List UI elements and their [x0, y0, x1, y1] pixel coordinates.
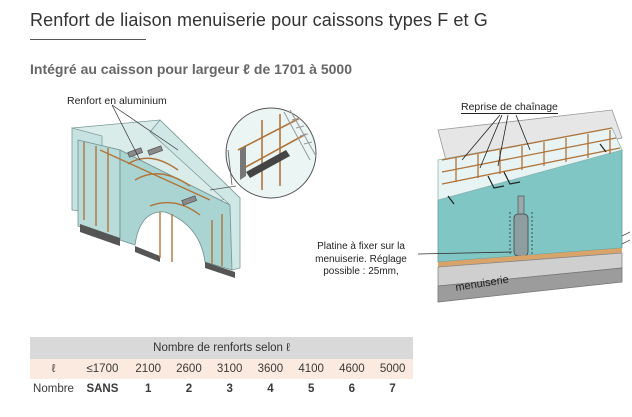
- label-reprise-chainage: Reprise de chaînage: [461, 101, 558, 114]
- table-cell: 5: [290, 379, 332, 399]
- table-header-row: Nombre de renforts selon ℓ: [30, 337, 413, 359]
- table-cell: 1: [127, 379, 169, 399]
- table-cell: 2600: [168, 359, 210, 379]
- table-cell: 2: [168, 379, 210, 399]
- table-cell: 5000: [372, 359, 413, 379]
- table-cell: 3600: [250, 359, 291, 379]
- table-row-widths: ℓ ≤1700 2100 2600 3100 3600 4100 4600 50…: [30, 359, 413, 379]
- table-cell: 3: [209, 379, 251, 399]
- table-cell: 6: [331, 379, 373, 399]
- table-row-counts: Nombre SANS 1 2 3 4 5 6 7: [30, 379, 413, 399]
- table-cell: 4600: [331, 359, 373, 379]
- table-cell: 7: [372, 379, 413, 399]
- page-subtitle: Intégré au caisson pour largeur ℓ de 170…: [30, 61, 352, 77]
- table-cell: 2100: [127, 359, 169, 379]
- table-cell: 4: [250, 379, 291, 399]
- table-cell: 3100: [209, 359, 251, 379]
- title-underline: [30, 39, 146, 40]
- label-platine: Platine à fixer sur la menuiserie. Régla…: [315, 241, 407, 277]
- row-label-width: ℓ: [30, 359, 77, 379]
- table-cell: SANS: [77, 379, 128, 399]
- page-title: Renfort de liaison menuiserie pour caiss…: [30, 10, 488, 30]
- table-header: Nombre de renforts selon ℓ: [30, 337, 413, 359]
- label-aluminium: Renfort en aluminium: [67, 95, 167, 107]
- row-label-count: Nombre: [30, 379, 77, 399]
- chainage-illustration: [417, 109, 631, 303]
- reinforcement-table: Nombre de renforts selon ℓ ℓ ≤1700 2100 …: [30, 337, 413, 399]
- table-cell: ≤1700: [77, 359, 128, 379]
- caisson-illustration: [70, 104, 317, 278]
- table-cell: 4100: [290, 359, 332, 379]
